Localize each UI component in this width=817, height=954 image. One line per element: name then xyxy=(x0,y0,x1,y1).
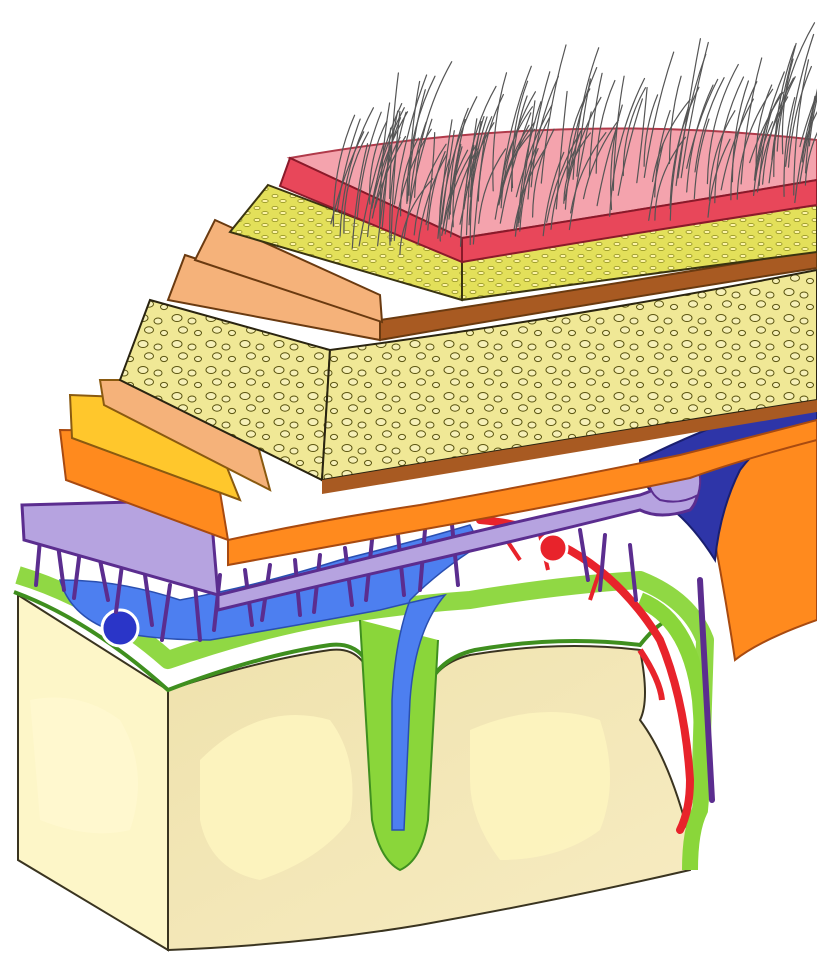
cortical-vein xyxy=(102,610,138,646)
cortical-artery xyxy=(539,534,567,562)
